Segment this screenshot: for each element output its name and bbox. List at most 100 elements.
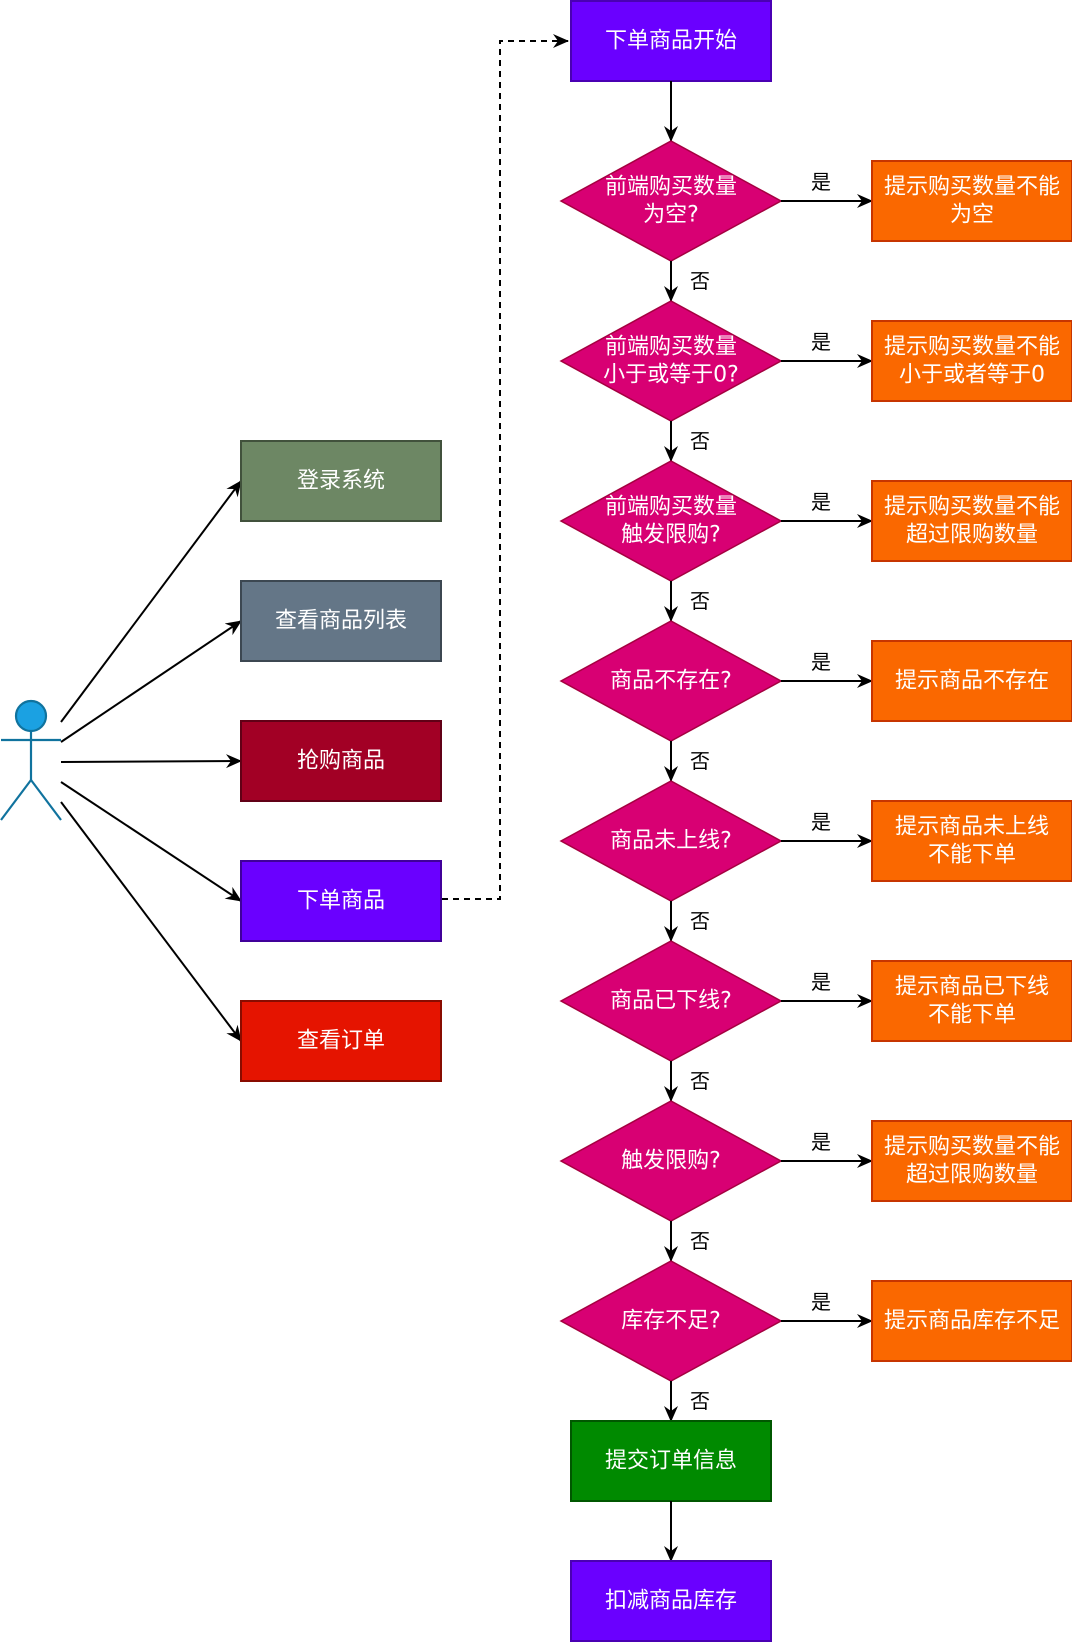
decision-diamond[interactable]	[559, 140, 783, 262]
uc-flash-label: 抢购商品	[297, 749, 385, 774]
uc-login-node[interactable]: 登录系统	[240, 440, 442, 522]
order-flow: 下单商品开始前端购买数量为空?是提示购买数量不能为空否前端购买数量小于或等于0?…	[559, 0, 1072, 1642]
decision-label: 触发限购?	[621, 1149, 721, 1174]
submit-order-node[interactable]: 提交订单信息	[570, 1420, 772, 1502]
no-label: 否	[690, 269, 710, 293]
alert-label: 为空	[950, 203, 994, 228]
decision-label: 前端购买数量	[605, 495, 737, 520]
actor-leg-right	[30, 779, 62, 821]
uc-browse-node[interactable]: 查看商品列表	[240, 580, 442, 662]
alert-box[interactable]	[871, 160, 1072, 242]
alert-box[interactable]	[871, 1120, 1072, 1202]
alert-box[interactable]	[871, 800, 1072, 882]
no-label: 否	[690, 1069, 710, 1093]
actor-edge-uc-view-order	[60, 801, 242, 1042]
alert-label: 提示购买数量不能	[884, 335, 1060, 360]
actor-head	[14, 699, 48, 733]
decision-diamond[interactable]	[559, 460, 783, 582]
yes-label: 是	[811, 810, 831, 834]
no-label: 否	[690, 429, 710, 453]
alert-label: 提示商品不存在	[895, 669, 1049, 694]
yes-label: 是	[811, 650, 831, 674]
no-label: 否	[690, 1229, 710, 1253]
start-node[interactable]: 下单商品开始	[570, 0, 772, 82]
alert-box[interactable]	[871, 320, 1072, 402]
actor-edge-uc-order	[60, 781, 242, 902]
uc-view-order-label: 查看订单	[297, 1029, 385, 1054]
yes-label: 是	[811, 330, 831, 354]
alert-box[interactable]	[871, 960, 1072, 1042]
yes-label: 是	[811, 170, 831, 194]
decision-label: 库存不足?	[621, 1309, 721, 1334]
alert-label: 不能下单	[928, 1003, 1016, 1028]
actor-edge-uc-login	[60, 480, 242, 723]
start-label: 下单商品开始	[605, 29, 737, 54]
actor-edges	[60, 480, 242, 1042]
alert-box[interactable]	[871, 480, 1072, 562]
alert-label: 提示购买数量不能	[884, 175, 1060, 200]
decision-label: 前端购买数量	[605, 175, 737, 200]
uc-flash-box[interactable]	[240, 720, 442, 802]
yes-label: 是	[811, 1130, 831, 1154]
submit-order-label: 提交订单信息	[605, 1449, 737, 1474]
alert-label: 提示购买数量不能	[884, 495, 1060, 520]
uc-browse-box[interactable]	[240, 580, 442, 662]
submit-order-box[interactable]	[570, 1420, 772, 1502]
decision-label: 前端购买数量	[605, 335, 737, 360]
alert-label: 超过限购数量	[906, 1163, 1038, 1188]
uc-order-node[interactable]: 下单商品	[240, 860, 442, 942]
yes-label: 是	[811, 490, 831, 514]
uc-browse-label: 查看商品列表	[275, 609, 407, 634]
decision-diamond[interactable]	[559, 300, 783, 422]
deduct-stock-node[interactable]: 扣减商品库存	[570, 1560, 772, 1642]
dashed-connector	[442, 34, 569, 900]
actor-edge-uc-browse	[60, 620, 242, 743]
decision-label: 商品未上线?	[610, 829, 732, 854]
yes-label: 是	[811, 970, 831, 994]
alert-label: 小于或者等于0	[899, 363, 1045, 388]
alert-box[interactable]	[871, 1280, 1072, 1362]
decision-label: 触发限购?	[621, 523, 721, 548]
uc-order-label: 下单商品	[297, 889, 385, 914]
alert-node-8[interactable]: 提示商品库存不足	[871, 1280, 1072, 1362]
uc-flash-node[interactable]: 抢购商品	[240, 720, 442, 802]
yes-label: 是	[811, 1290, 831, 1314]
uc-login-label: 登录系统	[297, 469, 385, 494]
alert-node-4[interactable]: 提示商品不存在	[871, 640, 1072, 722]
actor-leg-left	[0, 779, 32, 821]
alert-label: 提示商品库存不足	[884, 1309, 1060, 1334]
decision-6[interactable]: 商品已下线?是提示商品已下线不能下单否	[559, 940, 1072, 1102]
decision-2[interactable]: 前端购买数量小于或等于0?是提示购买数量不能小于或者等于0否	[559, 300, 1072, 462]
alert-box[interactable]	[871, 640, 1072, 722]
start-box[interactable]	[570, 0, 772, 82]
alert-label: 提示购买数量不能	[884, 1135, 1060, 1160]
deduct-stock-label: 扣减商品库存	[605, 1589, 737, 1614]
deduct-stock-box[interactable]	[570, 1560, 772, 1642]
actor-stick-figure-icon	[0, 699, 62, 821]
uc-login-box[interactable]	[240, 440, 442, 522]
decision-label: 为空?	[643, 203, 699, 228]
uc-view-order-box[interactable]	[240, 1000, 442, 1082]
alert-label: 超过限购数量	[906, 523, 1038, 548]
no-label: 否	[690, 909, 710, 933]
uc-view-order-node[interactable]: 查看订单	[240, 1000, 442, 1082]
actor-edge-uc-flash	[60, 754, 242, 769]
no-label: 否	[690, 589, 710, 613]
decision-label: 商品不存在?	[610, 669, 732, 694]
uc-order-box[interactable]	[240, 860, 442, 942]
no-label: 否	[690, 749, 710, 773]
alert-label: 提示商品已下线	[895, 975, 1049, 1000]
